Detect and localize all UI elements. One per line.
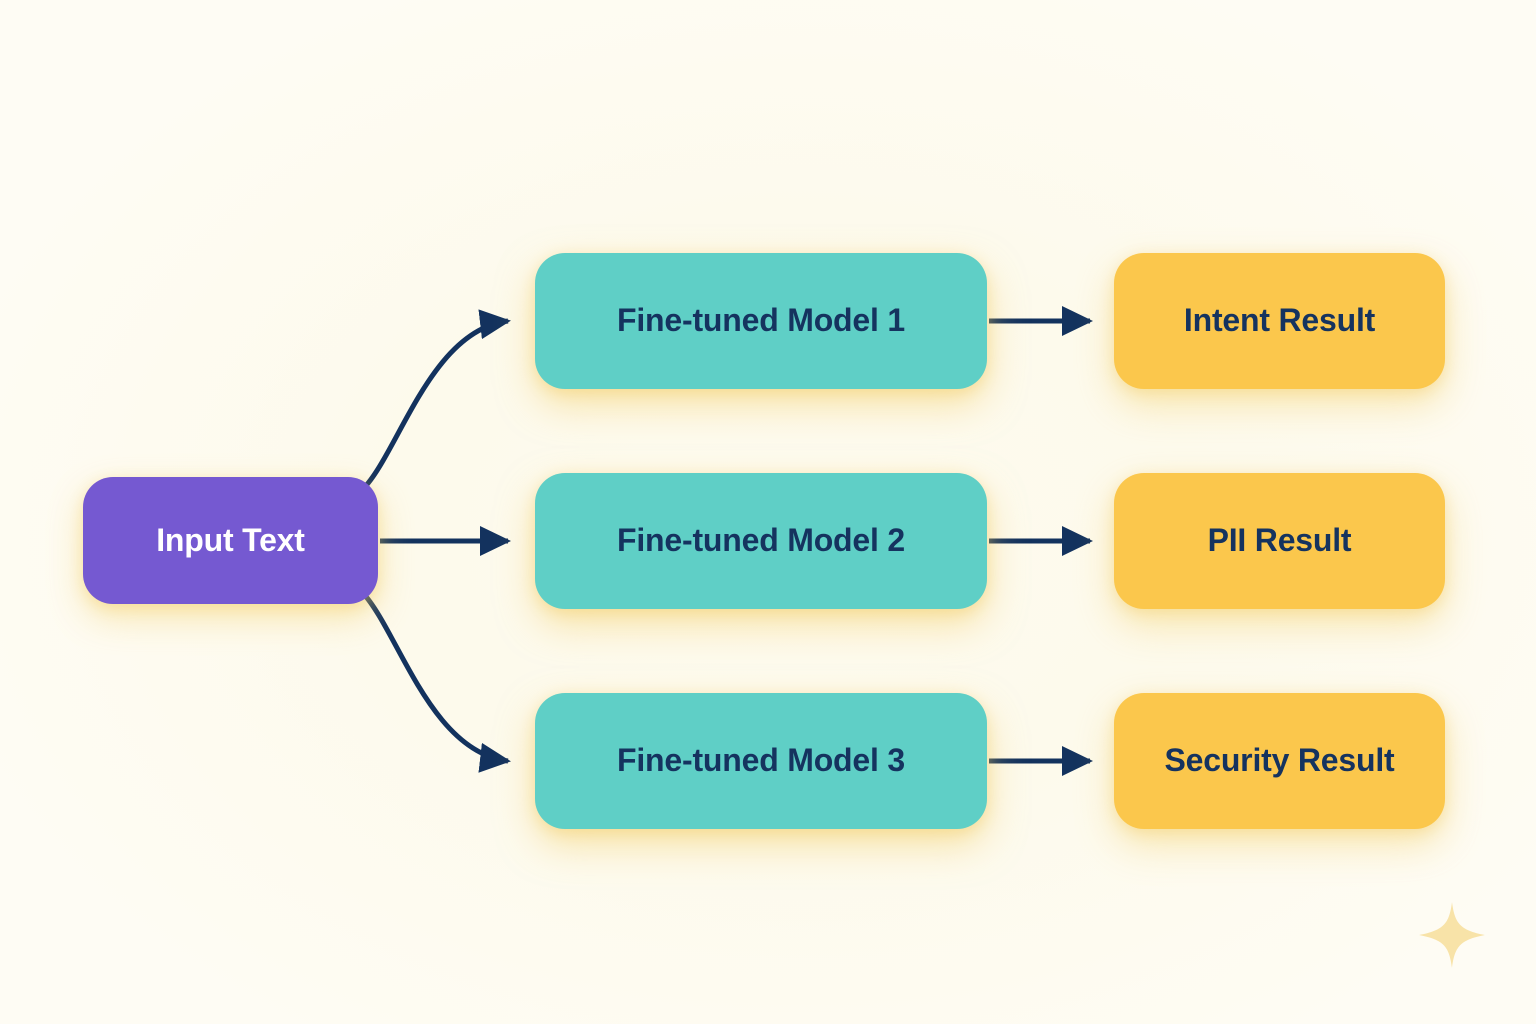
node-fine-tuned-model-1[interactable]: Fine-tuned Model 1 (535, 253, 987, 389)
node-fine-tuned-model-2-label: Fine-tuned Model 2 (617, 522, 905, 559)
sparkle-icon (1419, 902, 1485, 968)
node-intent-result[interactable]: Intent Result (1114, 253, 1445, 389)
edge-input-to-model-3 (360, 590, 511, 773)
node-input-text-label: Input Text (156, 521, 305, 558)
node-security-result-label: Security Result (1164, 742, 1395, 779)
node-fine-tuned-model-3-label: Fine-tuned Model 3 (617, 742, 905, 779)
node-intent-result-label: Intent Result (1183, 302, 1376, 339)
node-pii-result-label: PII Result (1207, 522, 1352, 559)
node-fine-tuned-model-2[interactable]: Fine-tuned Model 2 (535, 473, 987, 609)
node-fine-tuned-model-1-label: Fine-tuned Model 1 (617, 302, 905, 339)
node-pii-result[interactable]: PII Result (1114, 473, 1445, 609)
node-fine-tuned-model-3[interactable]: Fine-tuned Model 3 (535, 693, 987, 829)
node-input-text[interactable]: Input Text (83, 477, 378, 604)
node-security-result[interactable]: Security Result (1114, 693, 1445, 829)
edge-input-to-model-1 (360, 309, 511, 492)
